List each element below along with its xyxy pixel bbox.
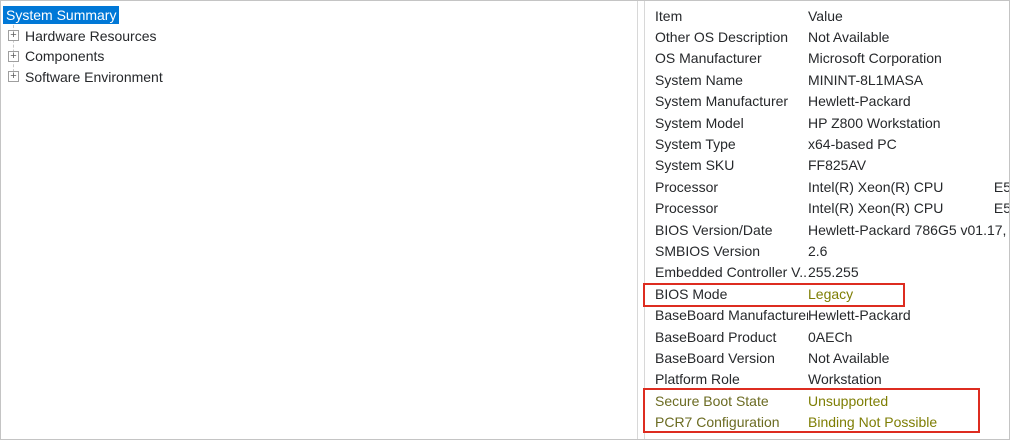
tree-item-hardware-resources[interactable]: + Hardware Resources: [1, 26, 637, 47]
info-item-cell: SMBIOS Version: [655, 242, 761, 259]
expand-plus-icon[interactable]: +: [8, 71, 19, 83]
info-row[interactable]: Embedded Controller V...255.255: [645, 262, 1009, 283]
info-value-cell: Intel(R) Xeon(R) CPU E5506: [808, 178, 1009, 195]
expand-plus-icon[interactable]: +: [8, 30, 19, 42]
info-row[interactable]: System Type x64-based PC: [645, 133, 1009, 154]
info-value-cell: x64-based PC: [808, 136, 897, 153]
info-value-cell: FF825AV: [808, 157, 867, 174]
expand-plus-icon[interactable]: +: [8, 50, 19, 62]
info-value-cell: Legacy: [808, 285, 854, 302]
tree-item-software-environment[interactable]: + Software Environment: [1, 67, 637, 88]
info-item-cell: Other OS Description: [655, 29, 789, 46]
info-item-cell: System Name: [655, 71, 743, 88]
info-item-cell: Processor: [655, 200, 719, 217]
info-item-cell: BIOS Version/Date: [655, 221, 773, 238]
info-value-cell: 255.255: [808, 264, 859, 281]
info-row[interactable]: System SKU FF825AV: [645, 155, 1009, 176]
info-row[interactable]: Processor Intel(R) Xeon(R) CPU E5506: [645, 176, 1009, 197]
info-value-cell: Not Available: [808, 29, 890, 46]
info-value-cell: Microsoft Corporation: [808, 50, 942, 67]
tree-item-components[interactable]: + Components: [1, 46, 637, 67]
info-value-cell: Not Available: [808, 349, 890, 366]
info-value-cell: Intel(R) Xeon(R) CPU E5506: [808, 200, 1009, 217]
info-value-cell: Hewlett-Packard: [808, 93, 911, 110]
column-header-item[interactable]: Item: [655, 7, 683, 24]
info-value-cell: Hewlett-Packard: [808, 307, 911, 324]
info-item-cell: BIOS Mode: [655, 285, 728, 302]
info-row[interactable]: System Manufacturer Hewlett-Packard: [645, 91, 1009, 112]
navigation-tree-pane: System Summary + Hardware Resources + Compon…: [1, 1, 638, 439]
tree-item-label: Components: [25, 48, 105, 65]
info-value-cell: 0AECh: [808, 328, 853, 345]
info-row[interactable]: BaseBoard Product 0AECh: [645, 326, 1009, 347]
info-value-cell: Hewlett-Packard 786G5 v01.17, 8/: [808, 221, 1009, 238]
info-item-cell: BaseBoard Product: [655, 328, 777, 345]
info-item-cell: System Type: [655, 136, 736, 153]
column-header-value[interactable]: Value: [808, 7, 843, 24]
info-row[interactable]: BIOS Version/Date Hewlett-Packard 786G5 v…: [645, 219, 1009, 240]
info-item-cell: System SKU: [655, 157, 735, 174]
tree-item-label: Hardware Resources: [25, 27, 157, 44]
info-item-cell: OS Manufacturer: [655, 50, 762, 67]
tree-item-label: Software Environment: [25, 68, 163, 85]
info-row[interactable]: PCR7 Configuration Binding Not Possible: [645, 411, 1009, 432]
info-item-cell: Secure Boot State: [655, 392, 769, 409]
info-row[interactable]: Platform Role Workstation: [645, 369, 1009, 390]
info-row[interactable]: Processor Intel(R) Xeon(R) CPU E5506: [645, 198, 1009, 219]
info-item-cell: BaseBoard Manufacturer: [655, 307, 808, 324]
details-header-row: Item Value: [645, 5, 1009, 26]
info-row[interactable]: OS Manufacturer Microsoft Corporation: [645, 48, 1009, 69]
info-item-cell: Embedded Controller V...: [655, 264, 808, 281]
info-item-cell: Processor: [655, 178, 719, 195]
info-value-cell: Workstation: [808, 371, 882, 388]
info-row[interactable]: System Name MININT-8L1MASA: [645, 69, 1009, 90]
info-value-cell: Binding Not Possible: [808, 414, 938, 431]
info-item-cell: System Model: [655, 114, 744, 131]
info-row[interactable]: System Model HP Z800 Workstation: [645, 112, 1009, 133]
info-row[interactable]: Other OS Description Not Available: [645, 26, 1009, 47]
info-value-cell: Unsupported: [808, 392, 889, 409]
info-row[interactable]: SMBIOS Version 2.6: [645, 240, 1009, 261]
tree-item-label: System Summary: [3, 6, 120, 25]
info-item-cell: PCR7 Configuration: [655, 414, 780, 431]
info-row[interactable]: BIOS Mode Legacy: [645, 283, 1009, 304]
category-tree: System Summary + Hardware Resources + Compon…: [1, 5, 637, 87]
info-value-cell: HP Z800 Workstation: [808, 114, 941, 131]
info-row[interactable]: Secure Boot State Unsupported: [645, 390, 1009, 411]
info-item-cell: BaseBoard Version: [655, 349, 775, 366]
info-item-cell: System Manufacturer: [655, 93, 789, 110]
info-value-cell: 2.6: [808, 242, 828, 259]
info-item-cell: Platform Role: [655, 371, 740, 388]
info-row[interactable]: BaseBoard Version Not Available: [645, 347, 1009, 368]
info-value-cell: MININT-8L1MASA: [808, 71, 924, 88]
tree-item-system-summary[interactable]: System Summary: [1, 5, 637, 26]
